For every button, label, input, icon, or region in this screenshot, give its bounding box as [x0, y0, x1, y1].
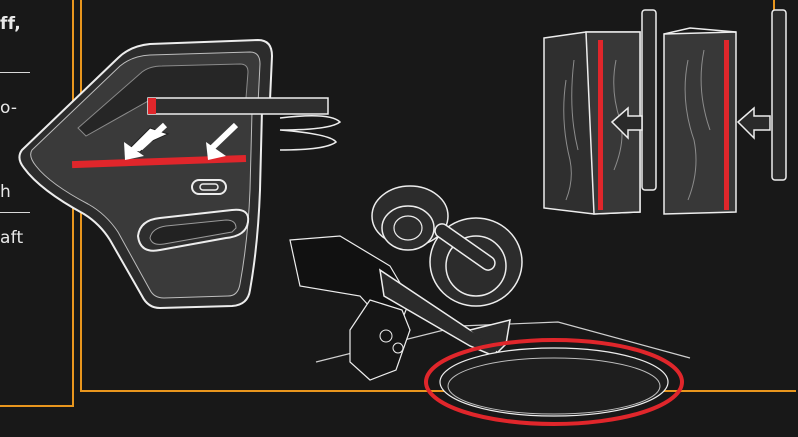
tape-applicator-icon — [290, 186, 522, 380]
car-door-panel-icon — [19, 40, 340, 308]
circle-cutout-icon — [426, 340, 682, 424]
wood-blocks-icon — [544, 10, 786, 214]
